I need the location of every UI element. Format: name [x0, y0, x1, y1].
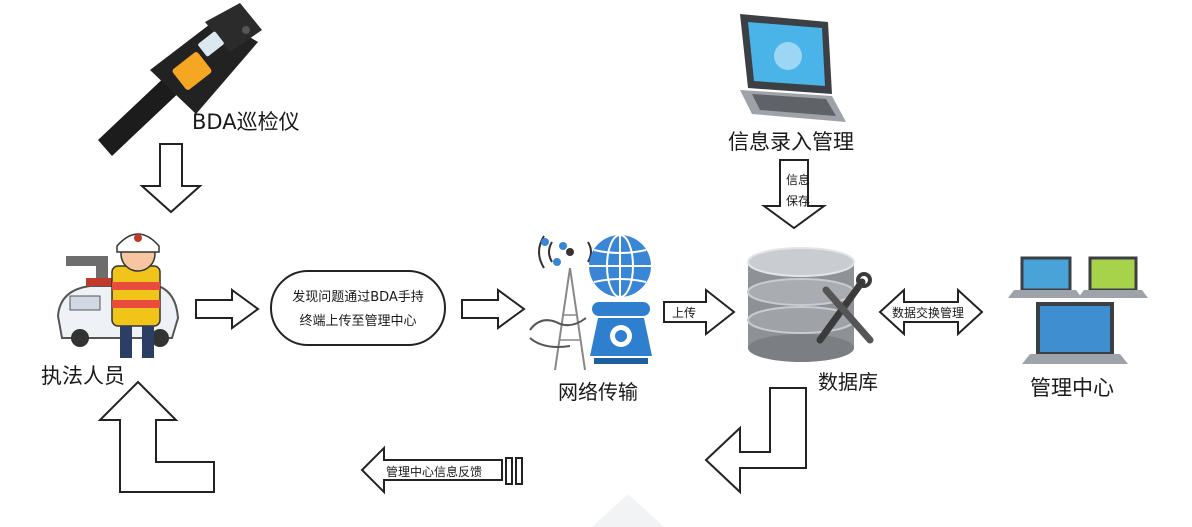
- save-label-1: 信息: [786, 173, 811, 187]
- network-icon: [529, 234, 652, 371]
- officer-label: 执法人员: [41, 364, 125, 388]
- database-label: 数据库: [818, 370, 878, 394]
- arrow-upload: [663, 287, 736, 337]
- center-label: 管理中心: [1030, 376, 1114, 400]
- entry-label: 信息录入管理: [728, 130, 854, 154]
- upload-label: 上传: [672, 306, 697, 320]
- network-label: 网络传输: [558, 380, 638, 404]
- arrow-report-to-network: [461, 288, 526, 330]
- arrow-feedback-up: [97, 380, 215, 493]
- report-line-1: 发现问题通过BDA手持: [292, 290, 424, 305]
- feedback-label: 管理中心信息反馈: [386, 465, 483, 479]
- save-label-2: 保存: [786, 194, 811, 208]
- database-icon: [747, 247, 874, 362]
- feedback-arrow: [360, 445, 523, 495]
- arrow-info-save: [760, 159, 828, 230]
- arrow-down-device: [139, 143, 203, 214]
- laptop-entry-icon: [740, 14, 846, 122]
- management-center-icon: [1008, 256, 1148, 364]
- report-callout: 发现问题通过BDA手持 终端上传至管理中心: [270, 270, 446, 346]
- police-officer-icon: [56, 233, 180, 358]
- arrow-db-return: [704, 387, 807, 495]
- exchange-label: 数据交换管理: [892, 306, 965, 320]
- bda-device-icon: [98, 3, 262, 156]
- watermark-shape: [592, 494, 664, 527]
- device-label: BDA巡检仪: [192, 110, 300, 134]
- arrow-officer-to-report: [195, 288, 260, 330]
- report-line-2: 终端上传至管理中心: [299, 314, 417, 329]
- arrow-data-exchange: [878, 287, 984, 337]
